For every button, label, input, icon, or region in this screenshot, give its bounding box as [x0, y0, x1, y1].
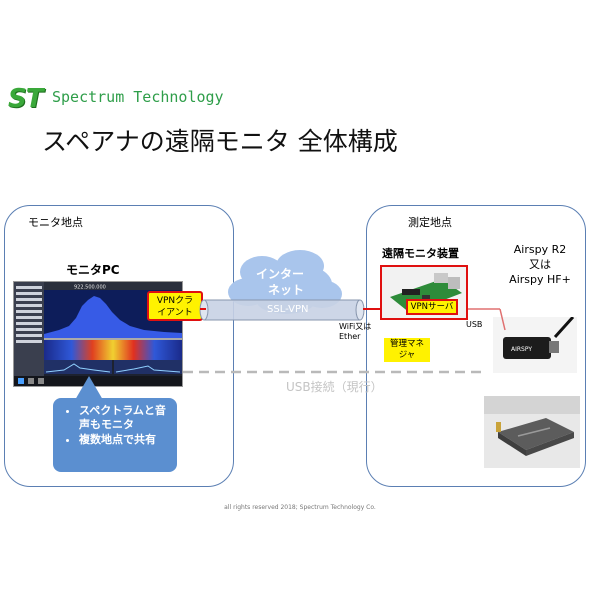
- footer-copyright: all rights reserved 2018; Spectrum Techn…: [224, 504, 376, 511]
- vpn-server-box: VPNサーバ: [406, 299, 458, 315]
- callout-item-sharing: 複数地点で共有: [79, 433, 173, 447]
- ssl-vpn-label: SSL-VPN: [267, 304, 309, 315]
- remote-device-label: 遠隔モニタ装置: [382, 247, 459, 260]
- internet-label-line2: ネット: [268, 283, 305, 297]
- manager-line1: 管理マネ: [389, 339, 424, 349]
- vpn-client-box: VPNクラ イアント: [147, 291, 203, 321]
- receiver-line3: Airspy HF+: [509, 273, 571, 286]
- airspy-r2-graphic: AIRSPY: [493, 315, 577, 373]
- usb-current-label: USB接続（現行）: [286, 380, 383, 394]
- wifi-ether-label: WiFi又は Ether: [339, 322, 371, 342]
- internet-label-line1: インター: [256, 267, 305, 281]
- logo-mark: ST: [8, 84, 43, 114]
- wifi-line2: Ether: [339, 332, 361, 341]
- callout-item-spectrum: スペクトラムと音声もモニタ: [79, 404, 173, 432]
- airspy-brand-text: AIRSPY: [511, 346, 532, 353]
- callout-pointer: [75, 376, 103, 400]
- screen-frequency-readout: 922.500.000: [74, 285, 106, 291]
- vpn-client-line1: VPNクラ: [156, 296, 194, 306]
- logo-text: Spectrum Technology: [52, 88, 224, 106]
- airspy-hf-plus-photo: [484, 396, 580, 468]
- usb-label: USB: [466, 320, 483, 329]
- monitor-site-label: モニタ地点: [28, 216, 83, 229]
- wifi-line1: WiFi又は: [339, 322, 372, 331]
- airspy-r2-photo: AIRSPY: [493, 315, 577, 373]
- airspy-hf-graphic: [484, 396, 580, 468]
- receiver-label: Airspy R2 又は Airspy HF+: [502, 242, 578, 287]
- monitor-pc-label: モニタPC: [66, 263, 120, 277]
- vpn-client-line2: イアント: [157, 308, 193, 318]
- features-callout: スペクトラムと音声もモニタ 複数地点で共有: [53, 376, 177, 472]
- page-title: スペアナの遠隔モニタ 全体構成: [42, 127, 398, 156]
- management-manager-box: 管理マネ ジャ: [384, 338, 430, 362]
- measurement-site-label: 測定地点: [408, 216, 452, 229]
- manager-line2: ジャ: [398, 350, 416, 360]
- receiver-line2: 又は: [529, 258, 551, 271]
- ssl-vpn-tunnel: [199, 299, 365, 321]
- receiver-line1: Airspy R2: [513, 243, 567, 256]
